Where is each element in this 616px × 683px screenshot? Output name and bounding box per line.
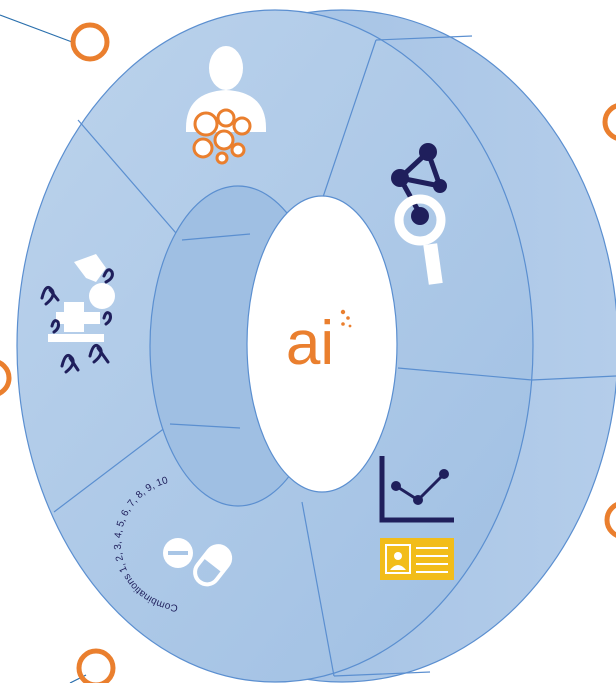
orange-ring-icon-left [0, 360, 12, 396]
orange-ring-icon-right-top [602, 103, 616, 141]
center-hole [246, 195, 398, 493]
molecule-magnifier-icon [391, 143, 447, 285]
microscope-ribbons-icon [40, 254, 115, 374]
connector-line-top [0, 14, 73, 43]
person-with-cells-icon [186, 46, 266, 165]
ai-logo-text: ai [286, 309, 334, 378]
orange-ring-icon-right-bottom [604, 502, 616, 538]
orange-ring-icon-top [70, 22, 110, 62]
orange-ring-icon-bottom [76, 648, 116, 683]
ai-logo: ai [286, 309, 352, 378]
pill-capsule-icon [163, 538, 233, 587]
chart-and-id-card-icon [379, 456, 454, 580]
segment-dividers [53, 35, 616, 677]
